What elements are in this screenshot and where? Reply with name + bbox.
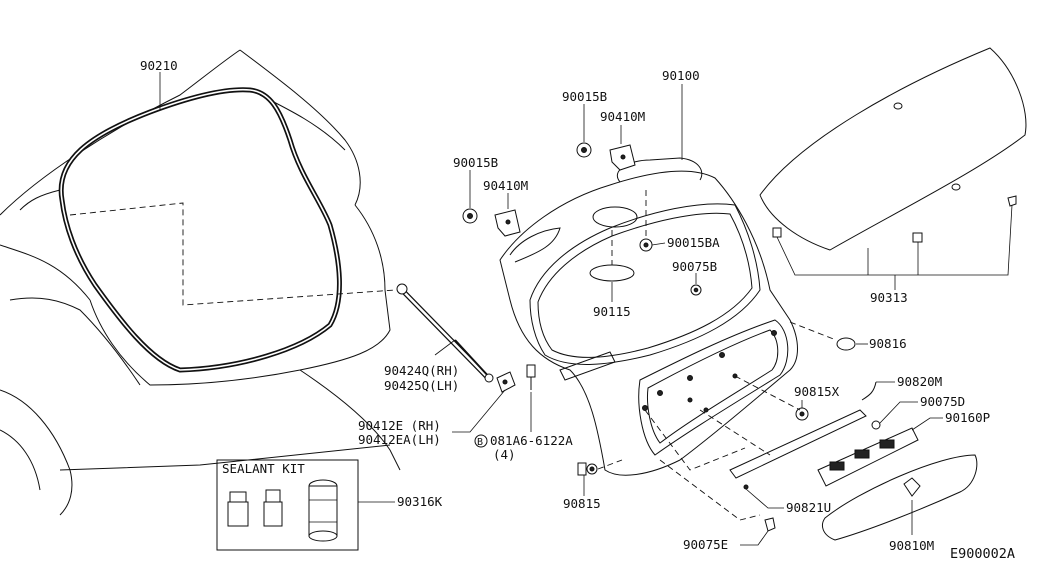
finisher-90820M [729, 381, 877, 479]
label-90810M: 90810M [889, 538, 934, 553]
label-081A6-6122A: 081A6-6122A [490, 433, 573, 448]
sealant-bottle-2 [263, 489, 283, 527]
label-90313: 90313 [870, 290, 908, 305]
label-90015B-left: 90015B [453, 155, 498, 170]
gas-stay [396, 283, 494, 383]
label-90316K: 90316K [397, 494, 443, 509]
label-90424Q: 90424Q(RH) [384, 363, 459, 378]
bumper-left [462, 208, 478, 224]
label-90815X: 90815X [794, 384, 840, 399]
label-90015B-top: 90015B [562, 89, 607, 104]
weatherstrip-90210 [58, 87, 342, 373]
finisher-90810M [822, 454, 978, 541]
part-90075E [764, 517, 776, 532]
bumper-top [576, 142, 592, 158]
label-90816: 90816 [869, 336, 907, 351]
hinge-top [609, 144, 636, 171]
label-90100: 90100 [662, 68, 700, 83]
label-bolt-qty: (4) [493, 447, 516, 462]
label-90820M: 90820M [897, 374, 942, 389]
label-90815: 90815 [563, 496, 601, 511]
label-90821U: 90821U [786, 500, 831, 515]
label-90015BA: 90015BA [667, 235, 720, 250]
part-90815 [577, 462, 598, 476]
part-90821U [743, 484, 749, 490]
sealant-bottle-1 [227, 491, 249, 527]
label-90075B: 90075B [672, 259, 717, 274]
stay-bracket [496, 371, 516, 393]
label-90160P: 90160P [945, 410, 990, 425]
part-90816 [836, 337, 856, 351]
label-90075E: 90075E [683, 537, 728, 552]
bumper-90075B [690, 284, 702, 296]
sealant-can [308, 479, 338, 542]
label-90410M-top: 90410M [600, 109, 645, 124]
sealant-kit-box [216, 459, 359, 551]
door-fasteners [642, 330, 777, 413]
label-90210: 90210 [140, 58, 178, 73]
part-90815X [795, 407, 809, 421]
label-90115: 90115 [593, 304, 631, 319]
vehicle-body-outline [0, 49, 401, 516]
part-90075D [871, 420, 881, 430]
lamp-90160P [817, 427, 919, 487]
diagram-code: E900002A [950, 546, 1015, 562]
label-90412EA: 90412EA(LH) [358, 432, 441, 447]
hinge-left [494, 209, 521, 237]
bolt-081A6 [526, 364, 536, 390]
bumper-90015BA [639, 238, 653, 252]
label-90425Q: 90425Q(LH) [384, 378, 459, 393]
back-door-glass [759, 47, 1027, 251]
label-90412E: 90412E (RH) [358, 418, 441, 433]
bolt-marker: B [477, 437, 483, 448]
sealant-kit-title: SEALANT KIT [222, 461, 305, 476]
label-90410M-left: 90410M [483, 178, 528, 193]
back-door-panel [499, 157, 798, 476]
label-90075D: 90075D [920, 394, 965, 409]
